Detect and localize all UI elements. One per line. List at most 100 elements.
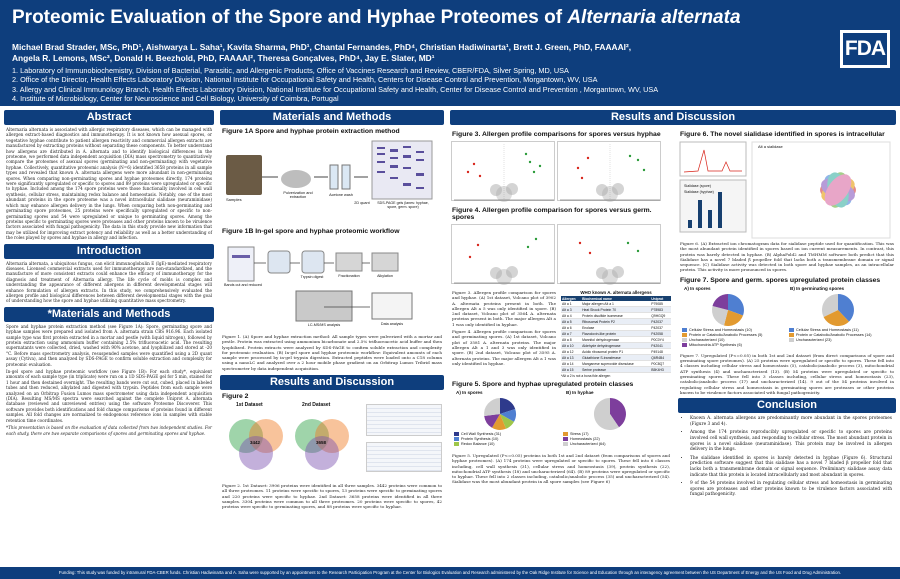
table-cell: P42058 <box>650 330 671 337</box>
column-4: Figure 6. The novel sialidase identified… <box>678 128 896 565</box>
materials-heading-right: Materials and Methods <box>220 110 444 125</box>
legend-item: Homeostasis (22) <box>563 437 668 442</box>
figure-4 <box>450 223 672 287</box>
figure-2-title: Figure 2 <box>222 393 249 401</box>
dataset-1-label: 1st Dataset <box>236 402 263 409</box>
figure-3-4-captions: Figure 3. Allergen profile comparison fo… <box>450 289 558 378</box>
authors-line-1: Michael Brad Strader, MSc, PhD¹, Aishwar… <box>12 42 632 52</box>
table-cell: Acidic ribosomal protein P1 <box>581 348 651 355</box>
protein-structure-icon <box>820 172 856 208</box>
computer-icon <box>371 292 413 320</box>
instrument-icon <box>371 252 399 272</box>
fig6-label-3: Sialidase (hyphae) <box>684 190 714 194</box>
column-2: Materials and Methods Figure 1A Spore an… <box>220 110 444 565</box>
table-cell: Alt a 13 <box>561 354 582 361</box>
volcano-plot-4a <box>451 224 555 285</box>
figure-4-title: Figure 4. Allergen profile comparison fo… <box>452 207 652 221</box>
pie-b-label: B) In hyphae <box>566 390 594 395</box>
affiliation-3: 3. Allergy and Clinical Immunology Branc… <box>12 84 659 94</box>
who-allergen-table-wrap: WHO known A. alternata allergens Allerge… <box>561 289 671 378</box>
volcano-up-points <box>524 152 542 174</box>
table-cell: Alt a 6 <box>561 324 582 331</box>
figure-6-title: Figure 6. The novel sialidase identified… <box>680 131 885 138</box>
fig7-pie-spores <box>711 293 744 326</box>
column-1: Abstract Alternaria alternata is associa… <box>4 110 214 565</box>
venn-diagrams <box>229 419 349 471</box>
figure-5-pies <box>484 397 626 430</box>
tube-icon <box>329 164 339 190</box>
who-table-title: WHO known A. alternata allergens <box>580 290 652 295</box>
table-cell: Glutathione S-transferase <box>581 354 651 361</box>
materials-heading-left: *Materials and Methods <box>4 306 214 322</box>
conclusion-item: Among the 174 proteins reproducibly upre… <box>690 430 892 452</box>
poster-header: Proteomic Evaluation of the Spore and Hy… <box>0 0 900 106</box>
instrument-icon <box>335 252 363 272</box>
table-cell: Q6R4B4 <box>650 354 671 361</box>
figure-3-4-captions-row: Figure 3. Allergen profile comparison fo… <box>450 289 672 378</box>
legend-item: Redox Balance (10) <box>454 442 559 447</box>
poster-title: Proteomic Evaluation of the Spore and Hy… <box>12 6 822 30</box>
table-cell: Flavodoxin-like protein <box>581 330 651 337</box>
tube-icon <box>301 250 325 274</box>
dataset-1-table <box>366 404 442 437</box>
workflow-label-6: Data analysis <box>380 322 404 326</box>
legend-item: Uncharacterized (64) <box>563 442 668 447</box>
table-cell: P0C8Q7 <box>650 360 671 367</box>
figure-1a-title: Figure 1A Spore and hyphae protein extra… <box>222 128 400 135</box>
table-cell: Alt a 8 <box>561 336 582 343</box>
table-cell: Alt a 10 <box>561 342 582 349</box>
conclusion-list: Known A. alternata allergens are predomi… <box>678 413 896 504</box>
volcano-plot-3b <box>557 141 661 202</box>
figure-5-caption: Figure 5. Upregulated (P<=0.05) proteins… <box>452 453 670 485</box>
conclusion-heading: Conclusion <box>678 398 896 414</box>
table-header: Uniprot <box>650 296 671 301</box>
table-cell: P79085 <box>650 301 671 307</box>
venn-2 <box>295 419 349 471</box>
sds-page-gel <box>371 140 433 200</box>
table-cell: Alt a 3 <box>561 306 582 313</box>
pie-hyphae <box>593 397 626 430</box>
chromatogram-panel <box>679 141 747 177</box>
venn-1 <box>229 419 283 471</box>
table-cell: P42037 <box>650 324 671 331</box>
legend-item: Uncharacterized (23) <box>789 337 892 343</box>
gel-icon <box>227 246 255 282</box>
table-cell: Manganese superoxide dismutase <box>581 360 651 367</box>
workflow-label-1: Bands cut and reduced <box>224 283 262 287</box>
table-header: Allergen <box>561 296 582 301</box>
table-cell: P42041 <box>650 342 671 349</box>
volcano-down-points <box>466 162 482 178</box>
table-cell: Ribosomal Protein P2 <box>581 318 651 325</box>
affiliation-2: 2. Office of the Director, Health Effect… <box>12 75 598 85</box>
table-header-row: Allergen Biochemical name Uniprot <box>561 296 671 301</box>
pie-spores <box>484 398 517 430</box>
table-cell: Alt a 1 <box>561 301 582 307</box>
volcano-plot-3a <box>451 141 555 202</box>
figure-7-caption: Figure 7. Upregulated (P<=0.05) in both … <box>680 352 894 395</box>
legend-item: Mitochondria ATP Synthesis (6) <box>682 342 785 348</box>
figure-3-caption: Figure 3. Allergen profile comparison fo… <box>452 290 556 327</box>
table-cell: Alt a 4 <box>561 312 582 319</box>
figure-3-title: Figure 3. Allergen profile comparisons f… <box>452 131 661 138</box>
workflow-label-2: Trypsin digest <box>300 275 324 279</box>
arrow-icon <box>254 262 370 308</box>
column-3: Figure 3. Allergen profile comparisons f… <box>450 128 672 565</box>
table-cell: Serine protease <box>581 366 651 373</box>
materials-left-body: Spore and hyphae protein extraction meth… <box>4 322 214 441</box>
introduction-text: Alternaria alternata, a ubiquitous fungu… <box>6 260 212 304</box>
workflow-label-4: Alkylation <box>377 274 393 278</box>
who-allergen-table: Allergen Biochemical name Uniprot Alt a … <box>561 296 671 373</box>
materials-para-1: Spore and hyphae protein extraction meth… <box>6 323 212 367</box>
step-samples-label: Samples <box>226 197 242 202</box>
table-cell: B5K4H3 <box>650 366 671 373</box>
figure-5-legend: Cell Wall Synthesis (31) Protein Synthes… <box>454 432 668 447</box>
figure-1b: Bands cut and reduced Trypsin digest Fra… <box>222 237 442 333</box>
table-cell: P78983 <box>650 306 671 313</box>
who-table-note: *Alt a 2 is not a bona fide allergen <box>561 374 611 378</box>
table-cell: P49148 <box>650 348 671 355</box>
figure-1-caption: Figure 1. (A) Spore and hyphae extractio… <box>222 334 442 371</box>
mortar-icon <box>281 170 311 188</box>
legend-item: Cellular Stress and Homeostasis (10) <box>682 327 785 333</box>
